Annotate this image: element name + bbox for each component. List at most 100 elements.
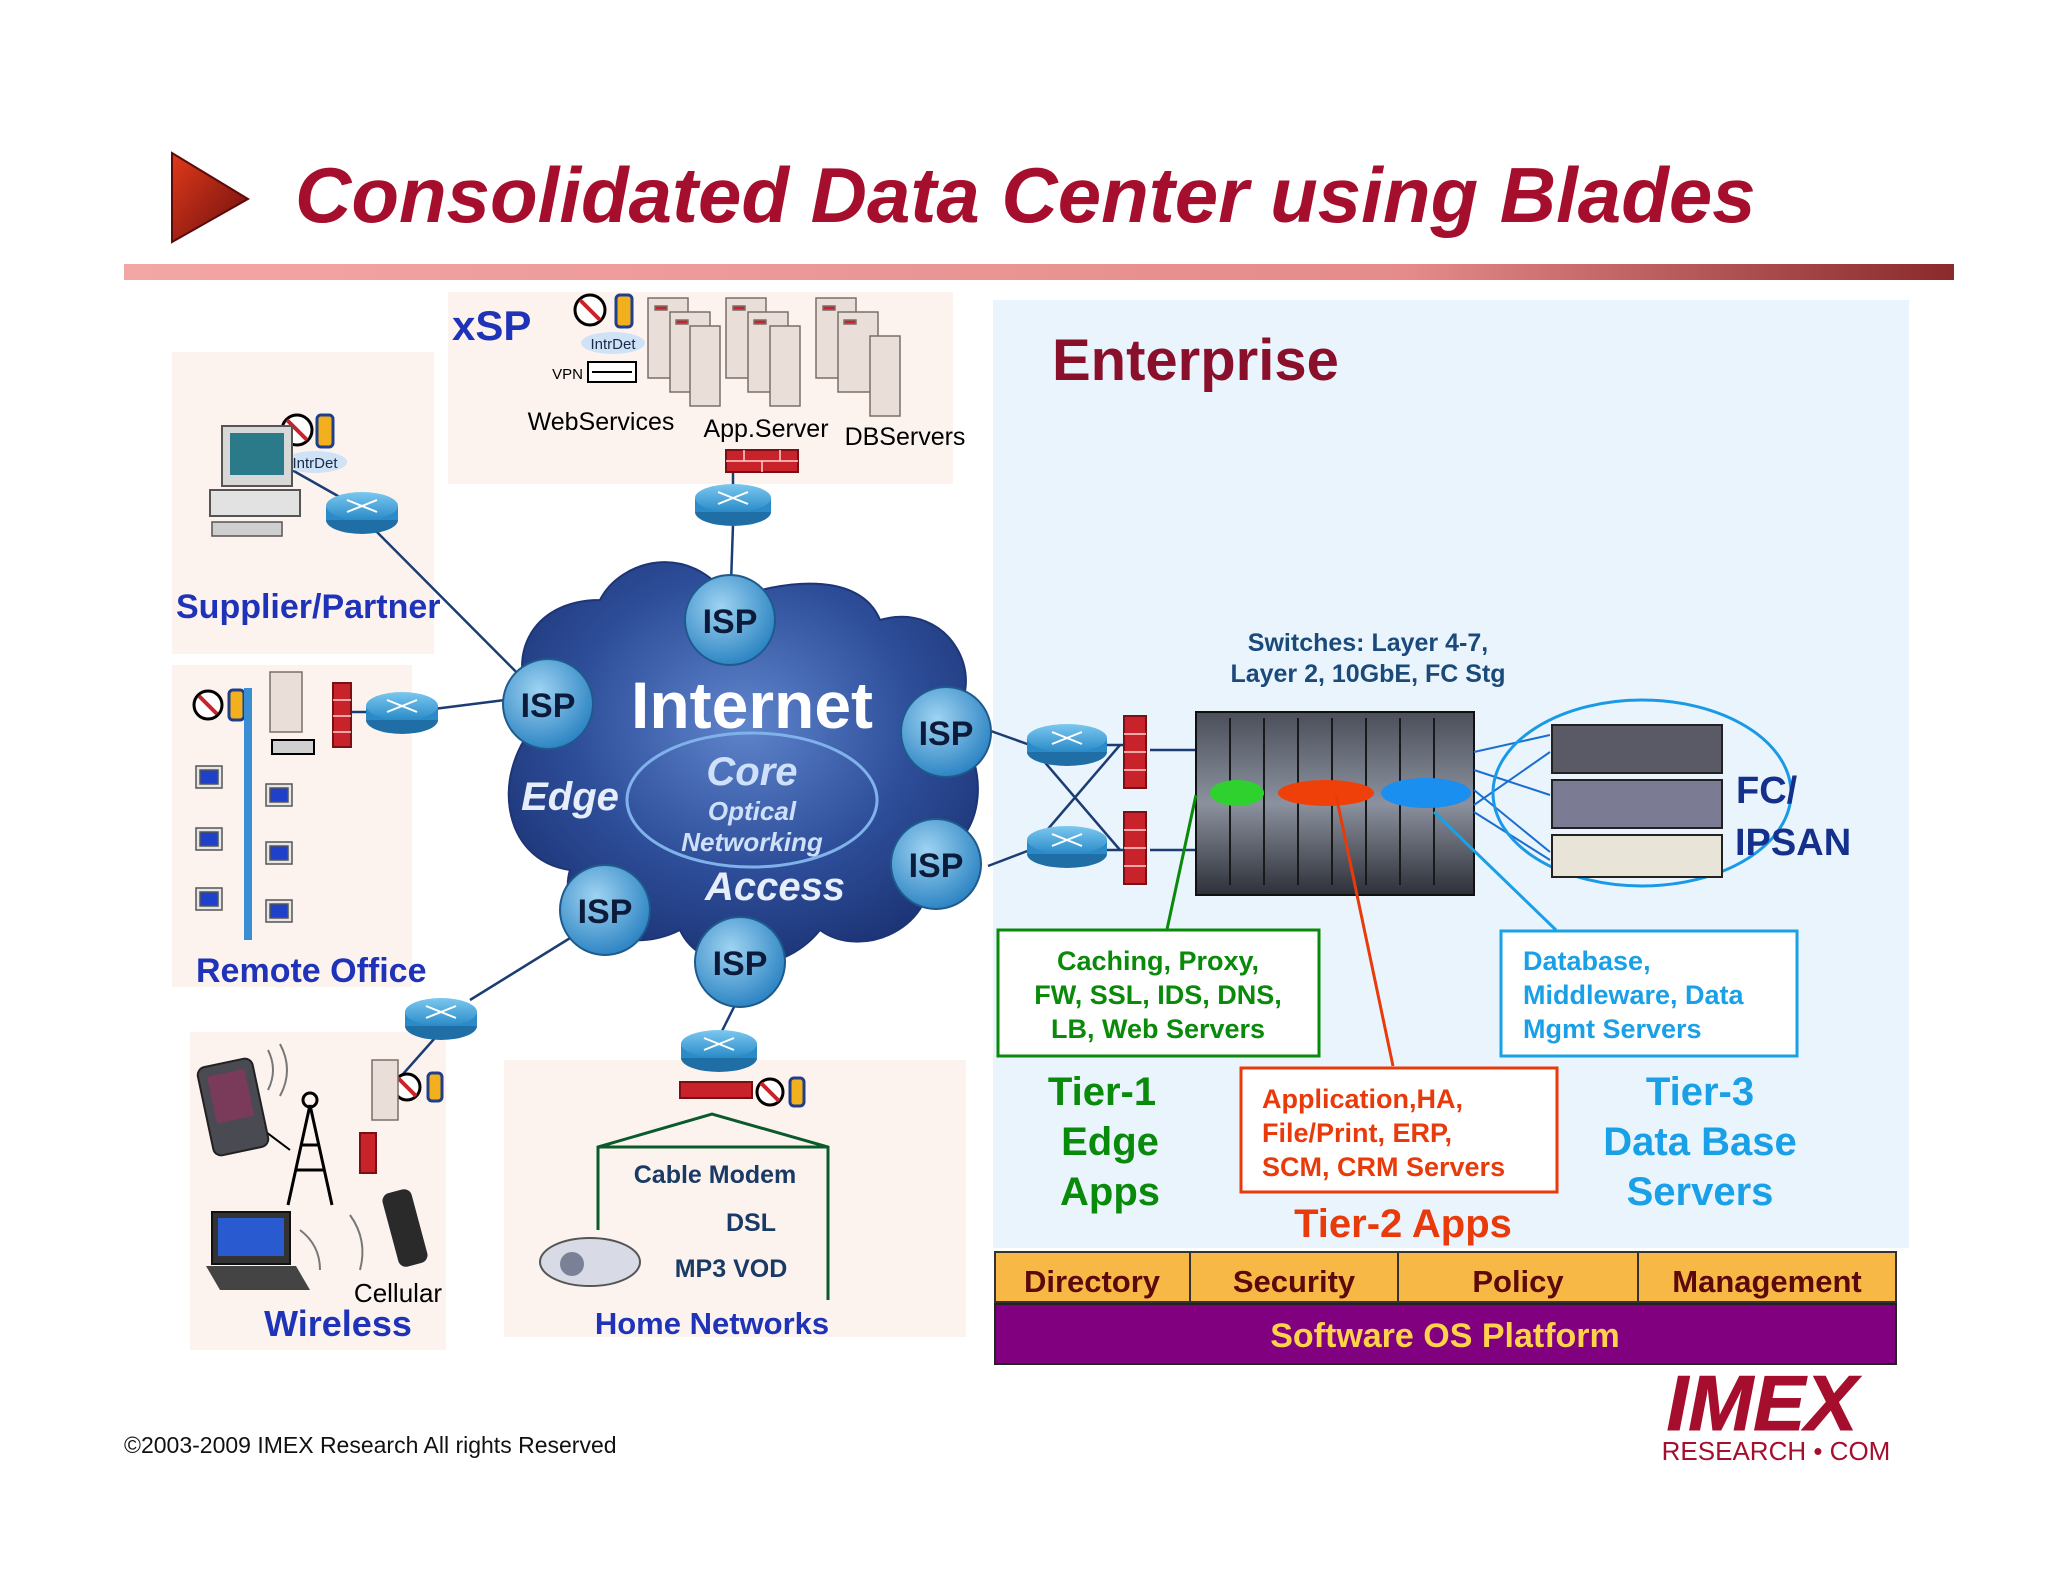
cellular-label: Cellular: [354, 1278, 442, 1308]
intrusion-detection-icon-remote: [192, 688, 246, 722]
firewall-icon-enterprise-upper: [1123, 715, 1147, 789]
cell-phone-icon: [382, 1189, 428, 1267]
switches-label-line2: Layer 2, 10GbE, FC Stg: [1230, 660, 1505, 688]
tier3-box-line-0: Database,: [1523, 946, 1651, 976]
storage-array-icon: [1551, 724, 1723, 878]
intrusion-detection-icon-xsp: IntrDet: [573, 293, 645, 354]
internet-title: Internet: [631, 668, 873, 742]
supplier-heading: Supplier/Partner: [176, 588, 441, 626]
slide-title: Consolidated Data Center using Blades: [295, 151, 1756, 239]
tier2-marker: [1278, 780, 1374, 806]
remote-office-server-icon: [244, 671, 315, 940]
title-arrow-icon: [171, 151, 250, 244]
tier3-marker: [1381, 778, 1471, 808]
app-server-servers-icon: [725, 297, 801, 407]
tier1-box-line-1: FW, SSL, IDS, DNS,: [1034, 980, 1282, 1010]
ipsan-label: IPSAN: [1735, 822, 1851, 864]
svg-text:ISP: ISP: [713, 945, 768, 983]
web-services-label: WebServices: [528, 408, 675, 436]
tier3-box-line-2: Mgmt Servers: [1523, 1014, 1702, 1044]
router-icon-wireless: [405, 998, 477, 1040]
tier1-label-0: Tier-1: [1048, 1070, 1156, 1114]
remote-office-pcs-icon: [195, 765, 293, 923]
router-icon-home: [681, 1030, 757, 1072]
san-links: [1473, 734, 1551, 861]
projector-icon: [539, 1237, 641, 1287]
enterprise-heading: Enterprise: [1052, 328, 1339, 393]
svg-text:IMEX: IMEX: [1667, 1359, 1862, 1447]
firewall-icon-xsp: [725, 449, 799, 473]
router-icon-supplier: [326, 492, 398, 534]
isp-node-right-upper[interactable]: ISP: [900, 686, 992, 778]
tier2-box-line-1: File/Print, ERP,: [1262, 1118, 1452, 1148]
service-policy: Policy: [1472, 1264, 1564, 1299]
isp-node-right-lower[interactable]: ISP: [890, 818, 982, 910]
tier2-box-line-2: SCM, CRM Servers: [1262, 1152, 1505, 1182]
service-directory: Directory: [1024, 1264, 1161, 1299]
tier2-label: Tier-2 Apps: [1294, 1202, 1512, 1246]
core-label: Core: [706, 750, 797, 794]
core-ellipse: [625, 731, 879, 869]
optical-label: Optical: [708, 796, 797, 826]
tier1-box-line-2: LB, Web Servers: [1051, 1014, 1265, 1044]
isp-node-bottom[interactable]: ISP: [694, 916, 786, 1008]
svg-text:ISP: ISP: [703, 603, 758, 641]
title-rule: [124, 264, 1954, 280]
xsp-heading: xSP: [452, 302, 531, 349]
service-security: Security: [1233, 1264, 1356, 1299]
home-item-0: Cable Modem: [634, 1161, 797, 1189]
home-item-1: DSL: [726, 1209, 776, 1237]
svg-text:IntrDet: IntrDet: [590, 336, 636, 353]
intrusion-detection-icon-home: [755, 1076, 806, 1108]
tier1-label-2: Apps: [1060, 1170, 1160, 1214]
router-icon-enterprise-upper: [1027, 724, 1107, 766]
tier2-box-line-0: Application,HA,: [1262, 1084, 1463, 1114]
services-bar: [994, 1251, 1897, 1303]
firewall-icon-supplier: [332, 682, 352, 748]
svg-text:ISP: ISP: [521, 687, 576, 725]
tier2-box: [1239, 1066, 1559, 1194]
fc-ipsan-ellipse: [1491, 698, 1793, 888]
remote-office-heading: Remote Office: [196, 952, 427, 990]
firewall-icon-home: [679, 1081, 753, 1099]
cell-tower-icon: [286, 1091, 334, 1206]
house-outline-icon: [596, 1112, 830, 1300]
svg-text:ISP: ISP: [909, 847, 964, 885]
workstation-icon: [209, 425, 301, 537]
firewall-icon-wireless: [359, 1132, 377, 1174]
wireless-waves-icon: [267, 1043, 364, 1271]
platform-label: Software OS Platform: [1270, 1317, 1620, 1355]
db-servers-icon: [815, 297, 901, 417]
svg-text:ISP: ISP: [919, 715, 974, 753]
edge-label: Edge: [521, 775, 619, 819]
tier3-label-2: Servers: [1627, 1170, 1774, 1214]
home-item-2: MP3 VOD: [675, 1255, 788, 1283]
tier1-box-line-0: Caching, Proxy,: [1057, 946, 1259, 976]
tier3-label-0: Tier-3: [1646, 1070, 1754, 1114]
tier3-connector: [1432, 810, 1558, 932]
isp-node-top[interactable]: ISP: [684, 574, 776, 666]
app-server-label: App.Server: [703, 415, 828, 443]
fc-label: FC/: [1736, 770, 1798, 812]
access-label: Access: [704, 865, 845, 909]
tier1-marker: [1210, 780, 1264, 806]
copyright-text: ©2003-2009 IMEX Research All rights Rese…: [124, 1432, 617, 1458]
switches-label-line1: Switches: Layer 4-7,: [1248, 629, 1488, 657]
isp-node-bottom-left[interactable]: ISP: [559, 864, 651, 956]
firewall-icon-enterprise-lower: [1123, 811, 1147, 885]
pda-icon: [196, 1057, 270, 1157]
svg-text:IntrDet: IntrDet: [292, 455, 338, 472]
imex-logo: IMEX RESEARCH • COM: [1662, 1359, 1891, 1467]
web-services-servers-icon: [647, 297, 721, 407]
tier3-label-1: Data Base: [1603, 1120, 1796, 1164]
router-icon-enterprise-lower: [1027, 826, 1107, 868]
db-servers-label: DBServers: [845, 423, 966, 451]
svg-text:ISP: ISP: [578, 893, 633, 931]
home-panel: [504, 1060, 966, 1337]
router-icon-xsp: [695, 484, 771, 526]
home-heading: Home Networks: [595, 1306, 829, 1341]
isp-node-left[interactable]: ISP: [502, 658, 594, 750]
tier3-box: [1499, 929, 1799, 1058]
svg-text:VPN: VPN: [552, 366, 583, 383]
